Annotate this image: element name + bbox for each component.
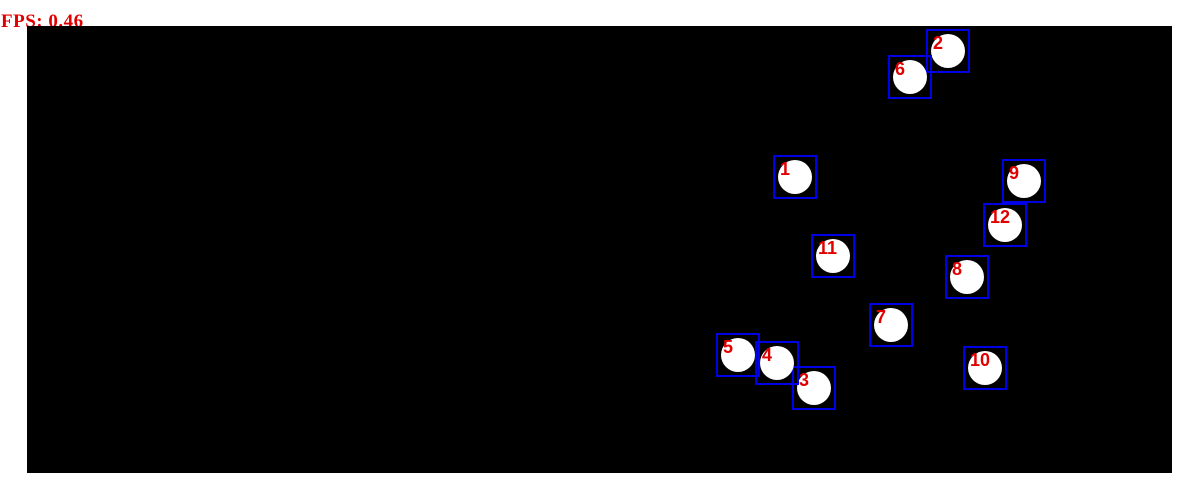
track-box: 3 [792,366,836,410]
track-label: 4 [762,345,773,365]
ball [760,346,794,380]
track-box: 1 [773,155,817,199]
ball [797,371,831,405]
track-label: 2 [933,33,944,53]
track-label: 11 [818,238,838,258]
track-label: 8 [952,259,963,279]
track-label: 3 [799,370,810,390]
track-label: 1 [780,159,791,179]
track-box: 4 [755,341,799,385]
ball [874,308,908,342]
ball [893,60,927,94]
track-box: 2 [926,29,970,73]
ball [931,34,965,68]
video-viewport: 1 2 3 4 5 6 7 8 9 10 11 12 [27,26,1172,473]
ball [1007,164,1041,198]
track-box: 11 [811,234,855,278]
track-label: 7 [876,307,887,327]
track-label: 5 [723,337,734,357]
ball [968,351,1002,385]
track-box: 7 [869,303,913,347]
track-box: 5 [716,333,760,377]
track-box: 10 [963,346,1007,390]
track-box: 12 [983,203,1027,247]
track-label: 9 [1009,163,1020,183]
track-box: 6 [888,55,932,99]
track-label: 6 [895,59,906,79]
ball [950,260,984,294]
track-box: 8 [945,255,989,299]
ball [816,239,850,273]
track-label: 12 [990,207,1011,227]
ball [988,208,1022,242]
track-label: 10 [970,350,991,370]
track-box: 9 [1002,159,1046,203]
ball [778,160,812,194]
ball [721,338,755,372]
